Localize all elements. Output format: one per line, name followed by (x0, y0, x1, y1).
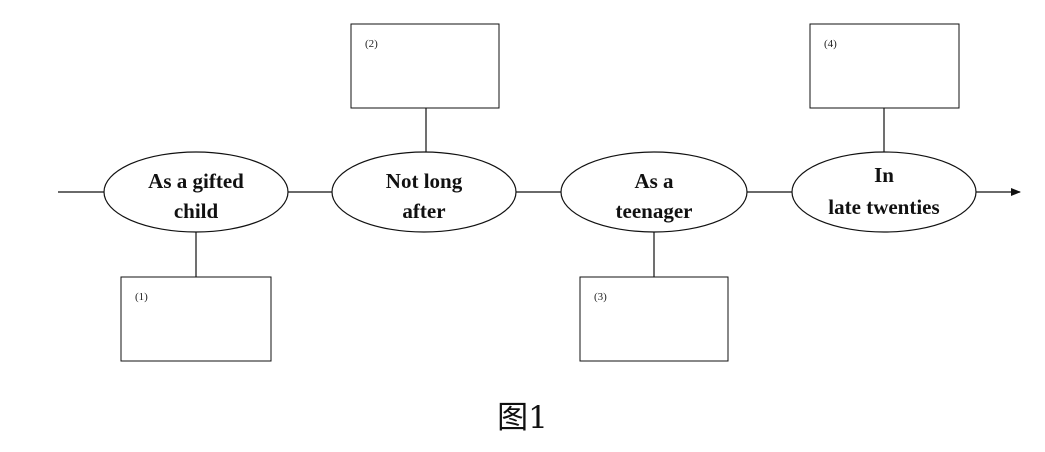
answer-box-4[interactable]: (4) (809, 23, 960, 109)
answer-box-frame[interactable] (350, 23, 500, 109)
answer-box-3[interactable]: (3) (579, 276, 729, 362)
answer-box-frame[interactable] (579, 276, 729, 362)
node-line-1: As a gifted (148, 169, 244, 193)
answer-box-label: (4) (824, 38, 837, 50)
answer-box-label: (2) (365, 38, 378, 50)
timeline-node-4: In late twenties (791, 151, 977, 233)
timeline-node-1: As a gifted child (103, 151, 289, 233)
timeline-node-2: Not long after (331, 151, 517, 233)
timeline-node-3: As a teenager (560, 151, 748, 233)
figure-caption: 图1 (497, 400, 548, 436)
answer-box-label: (3) (594, 291, 607, 303)
answer-box-label: (1) (135, 291, 148, 303)
node-line-1: As a (634, 169, 674, 193)
node-ellipse (331, 151, 517, 233)
node-line-2: child (174, 199, 219, 223)
node-line-2: late twenties (828, 195, 939, 219)
answer-box-2[interactable]: (2) (350, 23, 500, 109)
answer-box-1[interactable]: (1) (120, 276, 272, 362)
answer-box-frame[interactable] (120, 276, 272, 362)
node-ellipse (791, 151, 977, 233)
node-line-1: Not long (386, 169, 463, 193)
node-line-2: after (402, 199, 445, 223)
node-line-1: In (874, 163, 894, 187)
node-line-2: teenager (616, 199, 693, 223)
answer-box-frame[interactable] (809, 23, 960, 109)
